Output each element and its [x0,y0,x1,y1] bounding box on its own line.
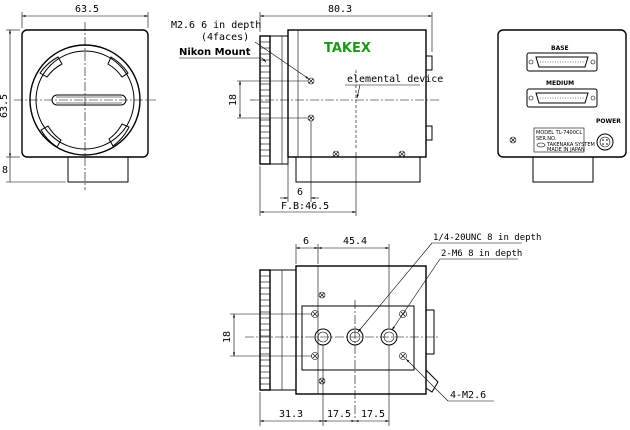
side-length-dim: 80.3 [328,4,352,15]
nameplate-model: MODEL TL-7400CL [536,130,582,136]
front-width-dim: 63.5 [75,4,99,15]
bottom-dim-6: 6 [303,236,309,247]
nameplate [533,127,585,153]
medium-connector [526,88,598,108]
hole-note-unc: 1/4-20UNC 8 in depth [433,233,541,243]
side-step-dim: 6 [297,187,303,198]
side-screw-note-faces: (4faces) [201,32,249,43]
hole-note-m6: 2-M6 8 in depth [441,249,522,259]
bottom-dim-45-4: 45.4 [343,236,367,247]
flange-back-dim: F.B:46.5 [281,201,329,212]
elemental-device-label: elemental device [347,74,443,85]
side-view: TAKEX 80.3 M2.6 6 in depth (4faces) Niko… [171,4,443,216]
nikon-mount-label: Nikon Mount [179,47,251,58]
takex-logo: TAKEX [324,41,371,56]
bottom-dim-17-5-left: 17.5 [327,409,351,420]
bottom-offset-dim: 18 [222,331,233,343]
front-height-dim: 63.5 [0,94,10,118]
screw-note-m2-6: 4-M2.6 [450,390,486,401]
power-label: POWER [596,118,621,125]
base-connector-label: BASE [551,45,569,52]
base-connector [526,52,598,72]
front-view: 63.5 63.5 8 [0,4,156,190]
medium-connector-label: MEDIUM [546,80,574,87]
side-offset-dim: 18 [228,94,239,106]
side-screw-note: M2.6 6 in depth [171,20,261,31]
nameplate-serial: SER.NO. [536,136,557,142]
nameplate-origin: MADE IN JAPAN [547,147,585,153]
tripod-plate [301,305,415,371]
power-connector [596,133,614,151]
bottom-dim-31-3: 31.3 [279,409,303,420]
nameplate-maker: TAKENAKA SYSTEM [546,142,595,148]
bottom-dim-17-5-right: 17.5 [361,409,385,420]
rear-view: BASE MEDIUM MODEL TL-7400CL SER.NO. TAKE… [497,29,627,183]
front-bottom-dim: 8 [2,165,8,176]
bottom-view: 6 45.4 1/4-20UNC 8 in depth 2-M6 8 in de… [222,233,541,426]
